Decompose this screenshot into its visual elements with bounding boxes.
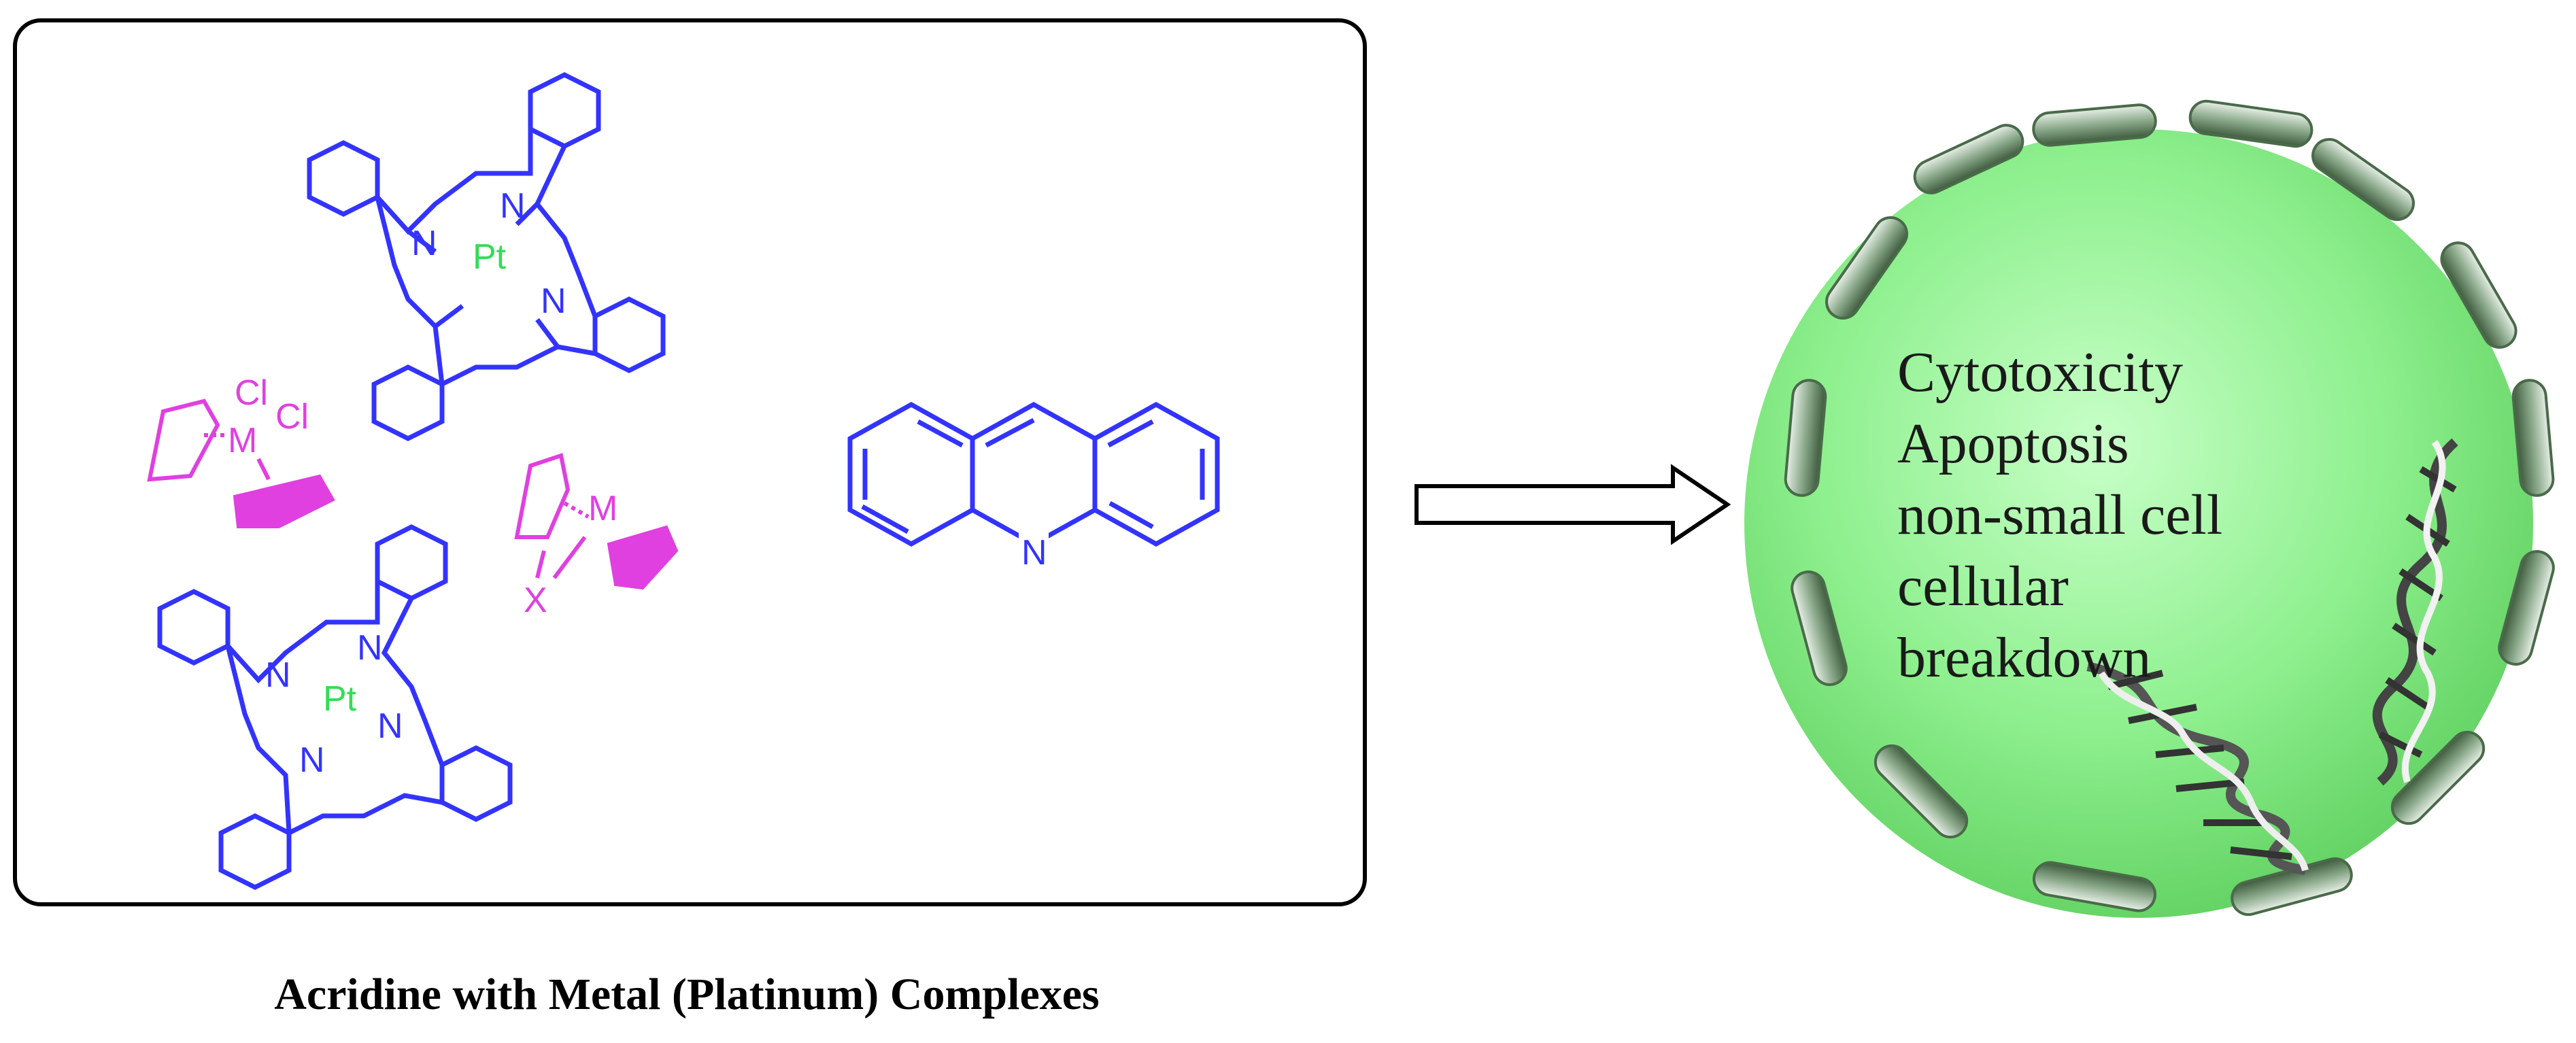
nitrogen-label: N — [299, 740, 325, 780]
nitrogen-label: N — [500, 186, 526, 226]
metal-label: M — [588, 489, 617, 528]
nitrogen-label: N — [357, 628, 383, 668]
nitrogen-label: N — [541, 281, 566, 321]
metallocene-halide: M X — [514, 453, 679, 620]
dna-helix-icon — [2086, 662, 2309, 875]
nitrogen-label: N — [411, 224, 437, 263]
figure-caption: Acridine with Metal (Platinum) Complexes — [274, 970, 1100, 1019]
cell-effect-text: breakdown — [1897, 626, 2151, 689]
dna-helix-icon — [2372, 438, 2458, 786]
metallocene-dichloride: M Cl Cl — [147, 373, 335, 528]
platinum-label: Pt — [473, 237, 507, 277]
cell-effect-text: Cytotoxicity — [1897, 341, 2183, 404]
cell-effect-text: non-small cell — [1897, 483, 2222, 547]
porphyrazine-platinum-complex-top: N N N Pt — [307, 72, 666, 441]
arrow-right-icon — [1414, 464, 1731, 545]
cell-membrane — [1784, 99, 2555, 917]
acridine-n-mask — [1019, 530, 1049, 571]
halide-label: X — [524, 581, 547, 620]
cell-icon: Cytotoxicity Apoptosis non-small cell ce… — [1744, 99, 2555, 918]
nitrogen-label: N — [377, 706, 403, 746]
chlorine-label: Cl — [235, 373, 268, 413]
chlorine-label: Cl — [275, 397, 309, 437]
metal-label: M — [228, 421, 257, 460]
molecule-panel-frame — [13, 18, 1367, 906]
nitrogen-label: N — [265, 655, 291, 695]
platinum-label: Pt — [323, 679, 357, 719]
acridine-molecule — [847, 401, 1220, 547]
cell-effect-text: Apoptosis — [1897, 412, 2129, 475]
porphyrazine-platinum-complex-bottom: N N N N Pt — [157, 524, 513, 890]
nitrogen-label: N — [1021, 533, 1047, 572]
cell-effect-text: cellular — [1897, 555, 2069, 618]
